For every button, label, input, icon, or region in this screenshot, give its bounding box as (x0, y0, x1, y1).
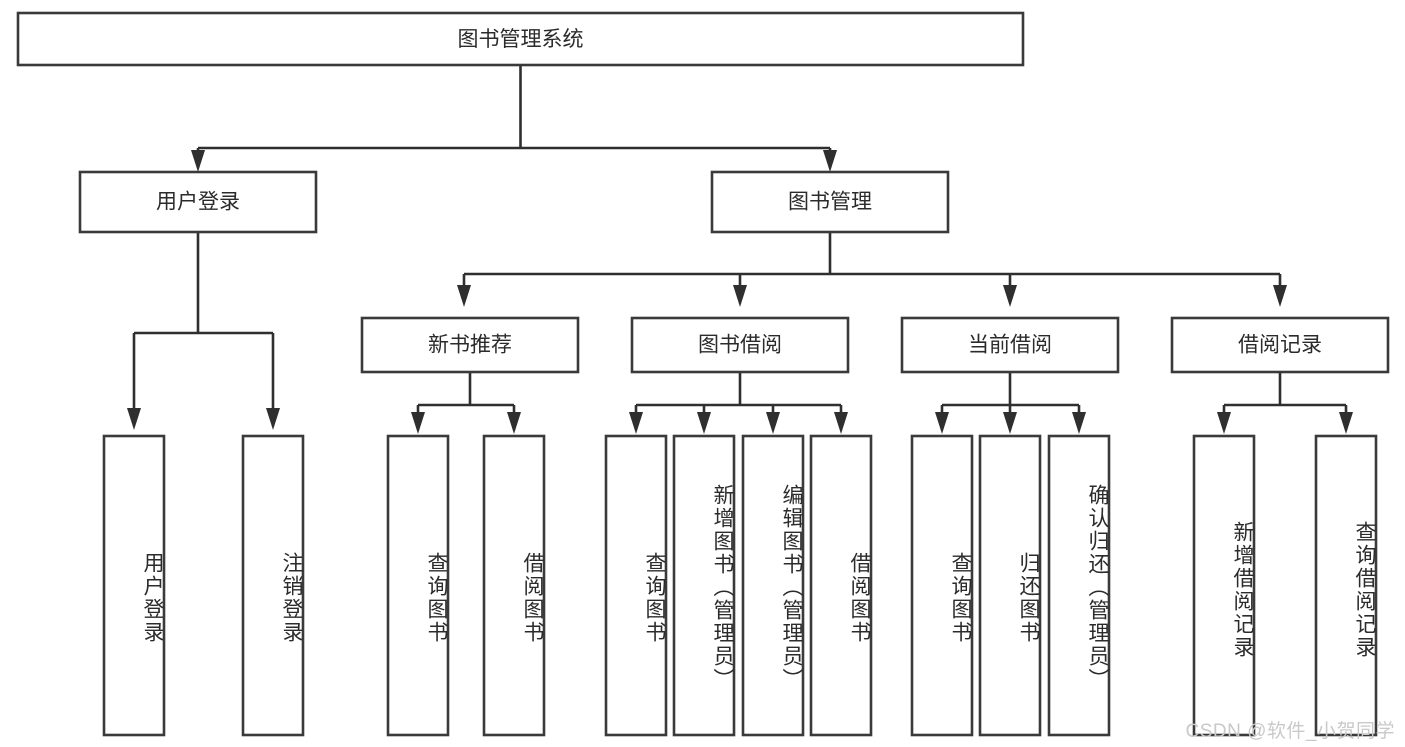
arrow-to-leaf-user-login (127, 408, 141, 430)
leaf-query-book-2-box[interactable] (604, 434, 668, 737)
connectors-layer (127, 65, 1353, 434)
arrow-to-leaf-edit-book (766, 412, 780, 434)
node-book-borrow[interactable]: 图书借阅 (630, 316, 850, 374)
arrow-to-leaf-query-record (1339, 412, 1353, 434)
node-new-book-recommend[interactable]: 新书推荐 (360, 316, 580, 374)
csdn-watermark: CSDN @软件_小贺同学 (1185, 721, 1395, 742)
leaf-borrow-book-2-box[interactable] (809, 434, 873, 737)
arrow-to-leaf-query-book-3 (935, 412, 949, 434)
node-new-book-recommend-box[interactable] (360, 316, 580, 374)
arrow-to-new-book-recommend (457, 285, 471, 307)
arrow-to-leaf-borrow-book-1 (507, 412, 521, 434)
leaf-borrow-book-1-box[interactable] (482, 434, 546, 737)
node-book-manage-box[interactable] (710, 170, 950, 234)
arrow-to-leaf-return-book (1003, 412, 1017, 434)
node-new-book-recommend-label: 新书推荐 (428, 334, 512, 357)
arrow-to-book-borrow (733, 285, 747, 307)
arrow-to-user-login (191, 150, 205, 172)
arrow-to-leaf-confirm-return (1072, 412, 1086, 434)
arrow-to-leaf-add-book (697, 412, 711, 434)
node-borrow-record-box[interactable] (1170, 316, 1390, 374)
arrow-to-leaf-query-book-1 (411, 412, 425, 434)
leaf-query-record-box[interactable] (1314, 434, 1378, 737)
node-user-login-label: 用户登录 (156, 191, 240, 214)
leaf-user-login-box[interactable] (102, 434, 166, 737)
arrow-to-book-manage (823, 150, 837, 172)
node-book-manage[interactable]: 图书管理 (710, 170, 950, 234)
arrow-to-leaf-user-logout (266, 408, 280, 430)
node-book-manage-label: 图书管理 (788, 191, 872, 214)
node-current-borrow-label: 当前借阅 (968, 334, 1052, 357)
arrow-to-current-borrow (1003, 285, 1017, 307)
leaf-return-book-box[interactable] (978, 434, 1042, 737)
leaf-query-book-1-box[interactable] (386, 434, 450, 737)
node-user-login[interactable]: 用户登录 (78, 170, 318, 234)
node-root-box[interactable] (16, 11, 1025, 67)
leaf-boxes-layer (102, 434, 1378, 737)
leaf-query-book-3-box[interactable] (910, 434, 974, 737)
node-book-borrow-label: 图书借阅 (698, 334, 782, 357)
node-user-login-box[interactable] (78, 170, 318, 234)
arrow-to-leaf-borrow-book-2 (834, 412, 848, 434)
node-book-borrow-box[interactable] (630, 316, 850, 374)
leaf-confirm-return-box[interactable] (1047, 434, 1111, 737)
node-current-borrow-box[interactable] (900, 316, 1120, 374)
arrow-to-leaf-query-book-2 (629, 412, 643, 434)
node-current-borrow[interactable]: 当前借阅 (900, 316, 1120, 374)
node-root[interactable]: 图书管理系统 (16, 11, 1025, 67)
leaf-add-record-box[interactable] (1192, 434, 1256, 737)
node-borrow-record-label: 借阅记录 (1238, 334, 1322, 357)
leaf-edit-book-box[interactable] (741, 434, 805, 737)
leaf-add-book-box[interactable] (672, 434, 736, 737)
arrow-to-leaf-add-record (1217, 412, 1231, 434)
leaf-user-logout-box[interactable] (241, 434, 305, 737)
node-borrow-record[interactable]: 借阅记录 (1170, 316, 1390, 374)
node-root-label: 图书管理系统 (458, 28, 584, 51)
arrow-to-borrow-record (1273, 285, 1287, 307)
